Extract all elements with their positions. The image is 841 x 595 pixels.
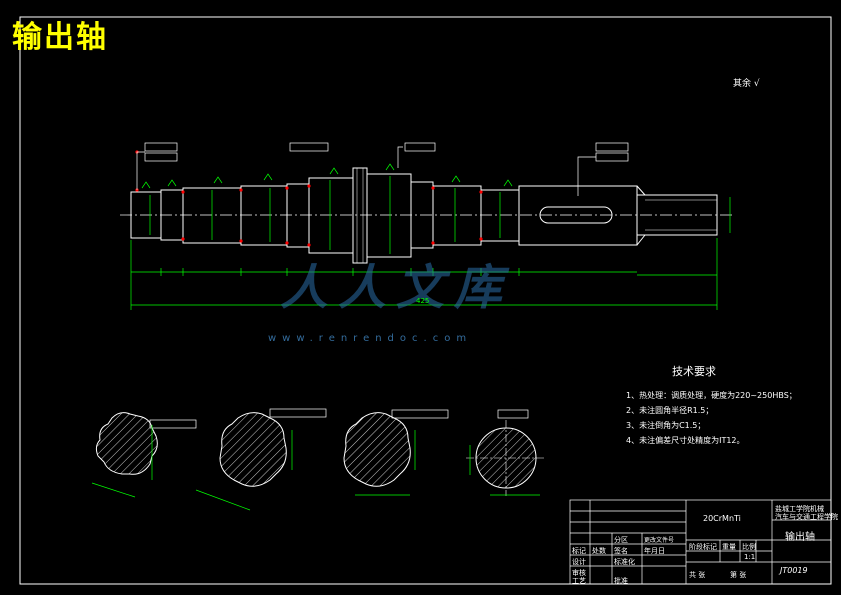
tb-label-count: 处数	[592, 547, 606, 555]
tech-requirements-title: 技术要求	[672, 365, 716, 378]
tb-label-zone: 分区	[614, 536, 628, 544]
title-block-school-2: 汽车与交通工程学院	[775, 513, 838, 521]
tb-label-approve: 批准	[614, 577, 628, 585]
tech-requirement-3: 3、未注倒角为C1.5；	[626, 421, 706, 430]
tb-label-sign: 签名	[614, 547, 628, 555]
roughness-check-icon: √	[753, 79, 760, 89]
tb-label-review: 审核	[572, 569, 586, 577]
tech-requirement-1: 1、热处理：调质处理，硬度为220~250HBS；	[626, 391, 797, 400]
drawing-title: 输出轴	[12, 20, 108, 55]
title-block-grid	[569, 499, 832, 585]
tb-label-mark: 标记	[572, 547, 586, 555]
section-view-4	[466, 420, 546, 496]
title-block-scale: 1:1	[744, 553, 756, 561]
dimension-lines	[130, 163, 731, 310]
section-view-1	[95, 412, 158, 475]
section-dimensions	[91, 425, 540, 511]
tb-label-scale: 比例	[742, 543, 756, 551]
section-tolerance-frames	[149, 408, 529, 429]
tech-requirement-4: 4、未注偏差尺寸处精度为IT12。	[626, 436, 745, 445]
tb-label-sheet-no: 第 张	[730, 571, 747, 579]
tb-label-design: 设计	[572, 558, 586, 566]
roughness-label: 其余	[733, 79, 752, 89]
tb-label-date: 年月日	[644, 547, 665, 555]
section-view-2	[219, 412, 287, 487]
watermark-brand: 人人文库	[280, 260, 513, 316]
section-view-3	[343, 412, 411, 487]
tb-label-process: 工艺	[572, 577, 586, 585]
tb-label-change-doc: 更改文件号	[644, 537, 675, 544]
tech-requirement-2: 2、未注圆角半径R1.5；	[626, 406, 714, 415]
roughness-note: 其余 √	[733, 76, 760, 89]
tb-label-weight: 重量	[722, 543, 736, 551]
watermark-url: www.renrendoc.com	[268, 333, 473, 344]
tolerance-frames	[136, 142, 629, 196]
title-block-drawing-no: JT0019	[780, 566, 808, 575]
tb-label-standard: 标准化	[614, 558, 635, 566]
tb-label-stage: 阶段标记	[689, 543, 717, 551]
title-block-material: 20CrMnTi	[703, 514, 741, 523]
title-block-school-1: 盐城工学院机械	[775, 505, 824, 513]
tb-label-total-sheets: 共 张	[689, 571, 706, 579]
total-length-dim: 425	[416, 297, 430, 305]
title-block-part-name: 输出轴	[785, 532, 815, 543]
sheet-border	[19, 16, 832, 585]
